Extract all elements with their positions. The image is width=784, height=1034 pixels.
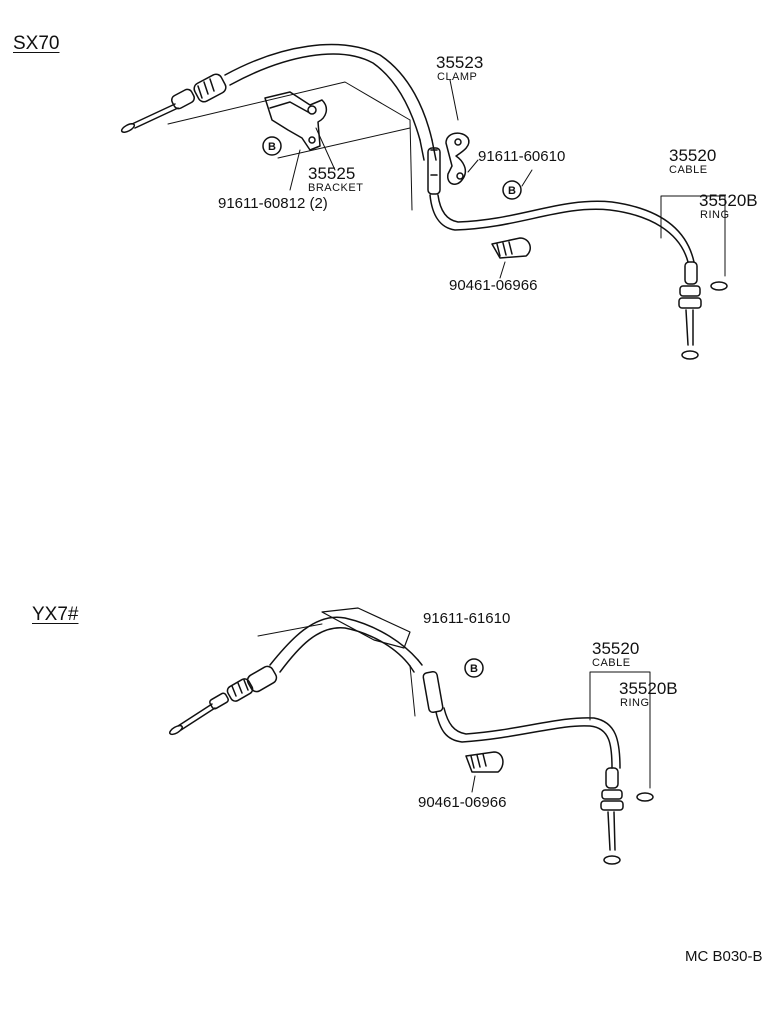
clip-part-number-yx7: 90461-06966 [418, 794, 507, 811]
model-label-yx7: YX7# [32, 604, 79, 625]
clip-part-number-sx70: 90461-06966 [449, 277, 538, 294]
yx7-bolt-marker-shape [464, 658, 484, 678]
yx7-left-end-fitting [169, 665, 278, 736]
yx7-cable-assembly [169, 607, 654, 865]
bolt-part-number-yx7: 91611-61610 [423, 610, 511, 627]
sx70-cable-assembly [120, 43, 728, 360]
cable-part-number-sx70: 35520 [669, 146, 717, 165]
sx70-right-end-fitting [678, 261, 702, 360]
sx70-left-end-fitting [120, 73, 227, 133]
model-label-sx70: SX70 [13, 33, 60, 54]
ring-part-number-sx70: 35520B [699, 191, 758, 210]
clamp-35523-shape [445, 132, 470, 185]
yx7-bolt-marker-letter: B [470, 663, 478, 675]
sx70-bolt-marker-1-shape [262, 136, 282, 156]
bracket-part-number: 35525 [308, 164, 356, 183]
bracket-part-name: BRACKET [308, 182, 364, 194]
bolt-part-number-sx70: 91611-60610 [478, 148, 566, 165]
clamp-part-name: CLAMP [437, 71, 478, 83]
ring-part-name-yx7: RING [620, 697, 650, 709]
ring-part-number-yx7: 35520B [619, 679, 678, 698]
ring-35520b-shape-sx70 [710, 281, 728, 291]
yx7-right-end-fitting [600, 767, 624, 865]
sx70-bolt-marker-2-letter: B [508, 185, 516, 197]
bracket-bolt-part-number: 91611-60812 (2) [218, 195, 328, 212]
clip-90461-shape-sx70 [491, 237, 531, 259]
cable-part-name-yx7: CABLE [592, 657, 631, 669]
cable-part-number-yx7: 35520 [592, 639, 640, 658]
sx70-bolt-marker-1-letter: B [268, 141, 276, 153]
ring-35520b-shape-yx7 [636, 792, 654, 802]
bracket-35525-shape [264, 91, 328, 151]
cable-part-name-sx70: CABLE [669, 164, 708, 176]
sx70-cable-upper [224, 43, 433, 141]
clip-90461-shape-yx7 [465, 751, 504, 773]
sx70-bolt-marker-2-shape [502, 180, 522, 200]
diagram-code: MC B030-B [685, 948, 763, 965]
ring-part-name-sx70: RING [700, 209, 730, 221]
clamp-part-number: 35523 [436, 53, 484, 72]
